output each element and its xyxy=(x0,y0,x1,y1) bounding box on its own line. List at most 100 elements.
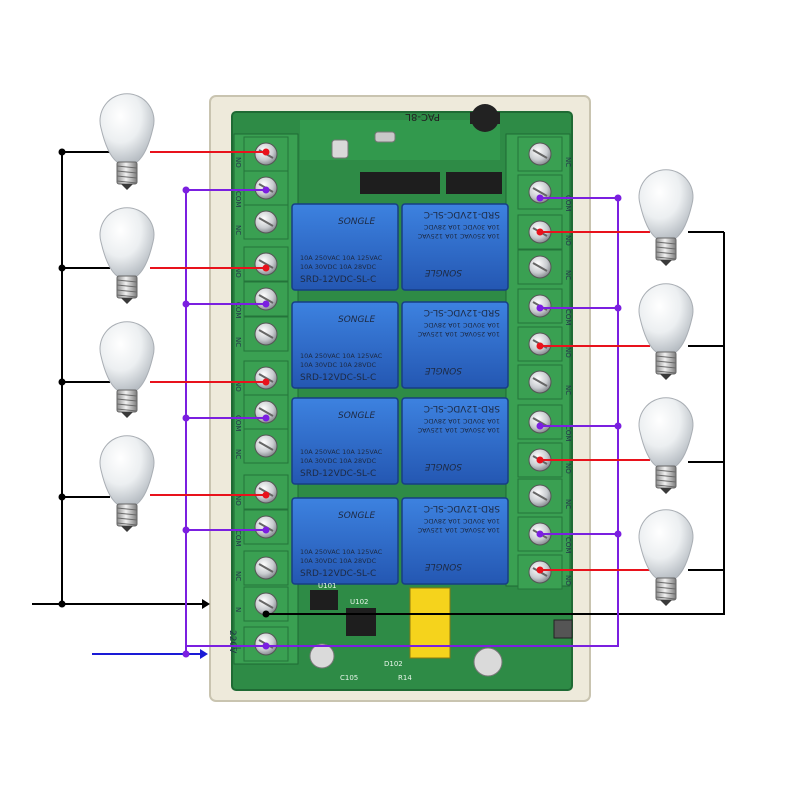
common-terminal-right-1 xyxy=(536,194,544,202)
relay-rating-dc: 10A 30VDC 10A 28VDC xyxy=(423,321,500,329)
relay-model: SRD-12VDC-SL-C xyxy=(424,307,500,317)
terminal-left-label: COM xyxy=(234,191,242,207)
common-junction-left-4 xyxy=(182,526,190,534)
terminal-left-label: NC xyxy=(234,225,242,235)
capacitor-top xyxy=(331,139,349,159)
terminal-left-7: NO xyxy=(234,360,289,396)
capacitor-right xyxy=(473,647,503,677)
common-bus-right xyxy=(266,198,619,647)
common-terminal-right-4 xyxy=(536,530,544,538)
common-to-L xyxy=(185,645,266,654)
decoder-chip xyxy=(360,172,440,194)
neutral-bus-right xyxy=(266,232,725,615)
relay-model: SRD-12VDC-SL-C xyxy=(300,373,376,383)
terminal-right-4: NC xyxy=(517,249,572,285)
capacitor-left xyxy=(309,643,335,669)
live-terminal-left-2 xyxy=(262,264,270,272)
relay-model: SRD-12VDC-SL-C xyxy=(300,569,376,579)
relay-brand: SONGLE xyxy=(338,217,376,227)
terminal-right-label: COM xyxy=(564,309,572,325)
terminal-right-label: NC xyxy=(564,157,572,167)
terminal-left-label: NO xyxy=(234,267,242,278)
relay-rating-ac: 10A 250VAC 10A 125VAC xyxy=(417,526,500,534)
common-terminal-left-2 xyxy=(262,300,270,308)
relay-brand: SONGLE xyxy=(424,461,462,471)
common-junction-left-3 xyxy=(182,414,190,422)
crystal xyxy=(374,131,396,143)
wires xyxy=(32,148,725,659)
common-junction-right-1 xyxy=(614,194,622,202)
common-junction-left-1 xyxy=(182,186,190,194)
common-junction-right-3 xyxy=(614,422,622,430)
regulator-chip-u101 xyxy=(310,590,338,610)
terminal-left-6: NC xyxy=(234,316,289,352)
terminal-right-label: NO xyxy=(564,235,572,246)
terminal-left-label: NO xyxy=(234,495,242,506)
terminal-right-1: NC xyxy=(517,136,572,172)
terminal-left-label: NO xyxy=(234,157,242,168)
terminal-left-label: L xyxy=(234,647,242,651)
relay-brand: SONGLE xyxy=(338,315,376,325)
relay-rating-ac: 10A 250VAC 10A 125VAC xyxy=(300,254,383,262)
terminal-right-10: NC xyxy=(517,478,572,514)
terminal-left-13: N xyxy=(234,586,289,622)
relay-model: SRD-12VDC-SL-C xyxy=(424,503,500,513)
relay-rating-ac: 10A 250VAC 10A 125VAC xyxy=(417,232,500,240)
terminal-right-2: COM xyxy=(517,174,572,211)
light-bulb-right-1 xyxy=(638,169,694,266)
reset-button xyxy=(553,619,573,639)
live-terminal-right-2 xyxy=(536,342,544,350)
driver-chip xyxy=(446,172,502,194)
component-u101: U101 xyxy=(318,582,336,590)
terminal-right-label: NO xyxy=(564,347,572,358)
component-r14: R14 xyxy=(398,674,412,682)
relay-rating-ac: 10A 250VAC 10A 125VAC xyxy=(300,448,383,456)
relay-brand: SONGLE xyxy=(338,511,376,521)
relay-model: SRD-12VDC-SL-C xyxy=(424,403,500,413)
component-c105: C105 xyxy=(340,674,358,682)
component-d102: D102 xyxy=(384,660,403,668)
terminal-right-8: COM xyxy=(517,404,572,441)
light-bulb-right-4 xyxy=(638,509,694,606)
terminal-right-label: COM xyxy=(564,425,572,441)
relay-model: SRD-12VDC-SL-C xyxy=(300,469,376,479)
terminal-left-5: COM xyxy=(234,281,289,318)
relay-brand: SONGLE xyxy=(424,365,462,375)
terminal-right-label: NC xyxy=(564,270,572,280)
common-junction-left-2 xyxy=(182,300,190,308)
relay-brand: SONGLE xyxy=(424,267,462,277)
neutral-junction-left-3 xyxy=(58,378,66,386)
light-bulb-left-3 xyxy=(99,321,155,418)
relay-rating-dc: 10A 30VDC 10A 28VDC xyxy=(423,223,500,231)
light-bulb-right-3 xyxy=(638,397,694,494)
terminal-right-label: COM xyxy=(564,195,572,211)
common-terminal-right-3 xyxy=(536,422,544,430)
neutral-junction-left-4 xyxy=(58,493,66,501)
module-label: PAC-8L xyxy=(405,111,440,122)
terminal-left-9: NC xyxy=(234,428,289,464)
terminal-left-12: NC xyxy=(234,550,289,586)
terminal-left-label: NC xyxy=(234,571,242,581)
relay-rating-dc: 10A 30VDC 10A 28VDC xyxy=(300,263,377,271)
relay-rating-dc: 10A 30VDC 10A 28VDC xyxy=(423,517,500,525)
terminal-right-7: NC xyxy=(517,364,572,400)
light-bulbs xyxy=(99,93,694,606)
terminal-left-label: NC xyxy=(234,337,242,347)
neutral-input-arrow xyxy=(202,599,210,609)
neutral-junction-left-1 xyxy=(58,148,66,156)
terminal-right-label: NO xyxy=(564,463,572,474)
relay-brand: SONGLE xyxy=(424,561,462,571)
neutral-junction-left-2 xyxy=(58,264,66,272)
light-bulb-left-2 xyxy=(99,207,155,304)
component-u102: U102 xyxy=(350,598,368,606)
common-terminal-left-3 xyxy=(262,414,270,422)
live-terminal-right-1 xyxy=(536,228,544,236)
relay-rating-dc: 10A 30VDC 10A 28VDC xyxy=(423,417,500,425)
